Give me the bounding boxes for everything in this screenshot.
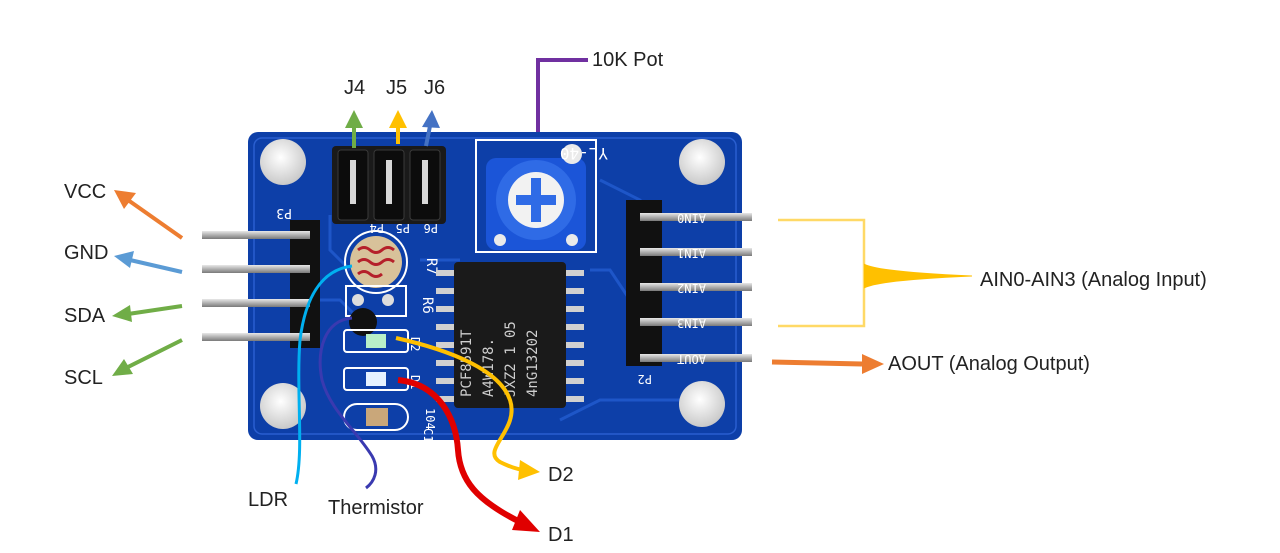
silk-cap: 104	[423, 408, 437, 430]
silk-p5: P5	[396, 221, 410, 235]
board-model: YL-40	[560, 144, 608, 163]
scl-arrow	[112, 338, 183, 376]
right-pin-aout: AOUT	[677, 352, 706, 366]
pcf8591-chip: PCF8591T A4W178. JXZ2 1 05 4nG13202	[436, 262, 584, 408]
silk-c1: C1	[421, 428, 435, 442]
chip-line-2: A4W178.	[481, 338, 497, 397]
left-header: P3	[202, 205, 320, 348]
vcc-arrow	[114, 190, 184, 240]
ain-bracket	[778, 218, 973, 328]
label-j4: J4	[344, 77, 366, 99]
label-vcc: VCC	[64, 181, 107, 203]
label-j5: J5	[386, 77, 408, 99]
silk-p6: P6	[424, 221, 438, 235]
chip-line-3: JXZ2 1 05	[503, 321, 519, 397]
j4-arrow	[345, 110, 363, 148]
jumper-block: P4 P5 P6	[332, 146, 446, 235]
j6-arrow	[422, 110, 440, 147]
label-scl: SCL	[64, 367, 103, 389]
label-ldr: LDR	[248, 489, 289, 511]
right-pin-ain1: AIN1	[677, 246, 706, 260]
label-thermistor: Thermistor	[328, 497, 424, 519]
mounting-holes	[260, 139, 725, 429]
ldr-wire	[294, 264, 353, 485]
right-pin-ain2: AIN2	[677, 281, 706, 295]
right-pin-ain3: AIN3	[677, 316, 706, 330]
ldr-component: R7	[344, 230, 439, 294]
right-header: AIN0 AIN1 AIN2 AIN3 AOUT P2	[626, 200, 752, 386]
label-sda: SDA	[64, 305, 106, 327]
thermistor-wire	[318, 316, 378, 490]
silk-r6: R6	[419, 297, 435, 314]
label-ain: AIN0-AIN3 (Analog Input)	[980, 269, 1207, 291]
label-pot: 10K Pot	[592, 49, 664, 71]
chip-line-4: 4nG13202	[525, 330, 541, 397]
j5-arrow	[389, 110, 407, 144]
right-pin-ain0: AIN0	[677, 211, 706, 225]
label-aout: AOUT (Analog Output)	[888, 353, 1090, 375]
silk-r7: R7	[423, 258, 439, 275]
label-gnd: GND	[64, 242, 109, 264]
d2-wire	[395, 336, 540, 480]
label-d1: D1	[548, 524, 574, 546]
d1-wire	[397, 377, 540, 532]
potentiometer: YL-40	[475, 139, 608, 253]
gnd-arrow	[114, 251, 183, 274]
label-j6: J6	[424, 77, 446, 99]
aout-arrow	[771, 354, 884, 374]
sda-arrow	[112, 304, 183, 322]
silk-p2: P2	[638, 372, 652, 386]
label-d2: D2	[548, 464, 574, 486]
silk-p3: P3	[276, 205, 292, 220]
pot-leader	[536, 58, 588, 132]
silk-p4: P4	[370, 221, 384, 235]
